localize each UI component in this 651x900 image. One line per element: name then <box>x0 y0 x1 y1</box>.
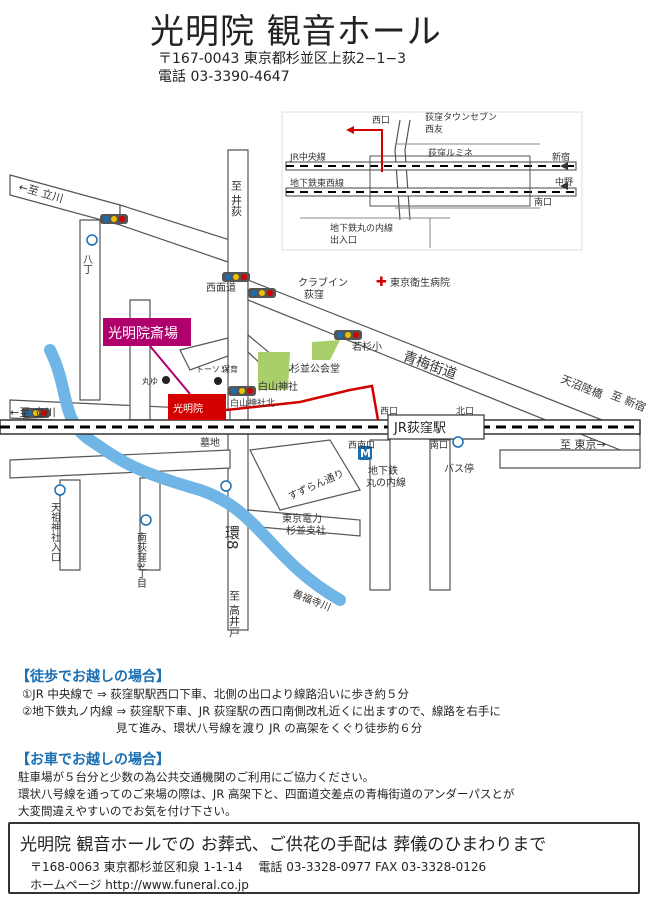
label-toson: トーソン <box>196 365 228 374</box>
traffic-light-icon <box>22 408 50 418</box>
label-to-tokyo: 至 東京→ <box>560 437 606 451</box>
label-jr-station: JR荻窪駅 <box>393 420 446 436</box>
bus-stop-icon <box>140 514 152 526</box>
label-hoiku: 保育 <box>222 364 238 374</box>
venue-address: 〒167-0043 東京都杉並区上荻2−1−3 <box>158 51 407 67</box>
label-amanuma: 天沼陸橋 <box>559 372 605 401</box>
label-igusa: 至 井荻 <box>230 180 243 217</box>
label-minami-ogikubo: 南荻窪3丁目 <box>135 531 147 589</box>
label-kan8: 環8 <box>223 525 241 550</box>
bus-stop-icon <box>220 480 232 492</box>
car-line-3: 大変間違えやすいのでお気を付け下さい。 <box>18 804 237 818</box>
traffic-light-icon <box>100 214 128 224</box>
inset-nakano: 中野 <box>555 176 573 188</box>
landmark-dot <box>214 377 222 385</box>
page-title: 光明院 観音ホール <box>150 12 442 52</box>
label-subway2: 丸の内線 <box>366 476 406 489</box>
inset-seiyu: 西友 <box>425 123 443 135</box>
label-takaido: 至 高井戸 <box>228 590 241 638</box>
car-line-2: 環状八号線を通ってのご来場の際は、JR 高架下と、四面道交差点の青梅街道のアンダ… <box>18 787 515 801</box>
label-bus: バス停 <box>444 462 474 475</box>
bus-stop-icon <box>452 436 464 448</box>
label-komyoin-saijo: 光明院斎場 <box>108 325 178 342</box>
label-subway: 地下鉄 <box>368 464 398 477</box>
subway-icon <box>358 446 372 460</box>
traffic-light-icon <box>222 272 250 282</box>
inset-minamiguchi: 南口 <box>534 196 552 208</box>
car-line-1: 駐車場が５台分と少数の為公共交通機関のご利用にご協力ください。 <box>18 770 375 784</box>
inset-tozai: 地下鉄東西線 <box>290 177 344 189</box>
inset-shinjuku: 新宿 <box>552 151 570 163</box>
label-nishi-minamiguchi: 西南口 <box>348 439 375 451</box>
label-hakusan: 白山神社 <box>258 380 298 393</box>
label-kokaido: 杉並公会堂 <box>290 362 340 375</box>
label-nishimen: 西面道 <box>206 281 236 294</box>
venue-phone: 電話 03-3390-4647 <box>158 69 290 85</box>
label-hakusan-kita: 白山神社北 <box>230 397 275 409</box>
inset-jr-line: JR中央線 <box>289 151 326 163</box>
inset-marunouchi: 地下鉄丸の内線 <box>330 222 393 234</box>
park-area-2 <box>312 340 340 360</box>
label-kitaguchi: 北口 <box>456 406 474 417</box>
label-clover2: 荻窪 <box>304 288 324 301</box>
park-area <box>258 352 290 390</box>
label-minamiguchi: 南口 <box>430 439 448 451</box>
traffic-light-icon <box>334 330 362 340</box>
bus-stop-icon <box>54 484 66 496</box>
landmark-dot <box>162 376 170 384</box>
station-inset: 西口 荻窪タウンセブン 西友 荻窪ルミネ JR中央線 地下鉄東西線 新宿 中野 … <box>281 111 583 251</box>
walk-line-3: 見て進み、環状八号線を渡り JR の高架をくぐり徒歩約６分 <box>116 721 423 735</box>
label-tachikawa-mid: ←至 立川 <box>10 405 56 419</box>
walk-heading: 【徒歩でお越しの場合】 <box>16 669 170 685</box>
zenpukuji-river <box>44 344 346 606</box>
inset-lumine: 荻窪ルミネ <box>428 147 473 159</box>
footer-homepage-link[interactable]: ホームページ http://www.funeral.co.jp <box>30 878 249 892</box>
traffic-light-icon <box>248 288 276 298</box>
walking-route <box>225 384 380 421</box>
traffic-light-icon <box>228 386 256 396</box>
komyoin-saijo-label-box <box>103 318 191 346</box>
access-map: 西口 荻窪タウンセブン 西友 荻窪ルミネ JR中央線 地下鉄東西線 新宿 中野 … <box>0 111 648 638</box>
walk-line-1: ①JR 中央線で ⇒ 荻窪駅駅西口下車、北側の出口より線路沿いに歩き約５分 <box>22 687 410 701</box>
label-tenso: 天祖神社入口 <box>49 502 61 562</box>
label-to-shinjuku: 至 新宿 <box>609 388 648 415</box>
label-hospital: 東京衛生病院 <box>390 276 450 289</box>
jr-station-box <box>387 414 485 440</box>
subway-m-icon: M <box>360 447 371 460</box>
walk-line-2: ②地下鉄丸ノ内線 ⇒ 荻窪駅下車、JR 荻窪駅の西口南側改札近くに出ますので、線… <box>22 704 501 718</box>
footer-title: 光明院 観音ホールでの お葬式、ご供花の手配は 葬儀のひまわりまで <box>20 835 547 855</box>
label-maruyu: 丸ゆ <box>142 376 158 386</box>
label-wakasugi: 若杉小 <box>352 340 382 353</box>
label-clover: クラブイン <box>298 276 348 289</box>
car-heading: 【お車でお越しの場合】 <box>16 752 170 768</box>
bus-stop-icon <box>86 234 98 246</box>
label-hacchome: 八丁 <box>81 254 93 274</box>
label-bochi: 墓地 <box>200 436 220 449</box>
komyoin-building <box>168 394 226 420</box>
inset-exit: 出入口 <box>330 234 357 246</box>
label-tepco: 東京電力 <box>282 512 322 525</box>
inset-town-seven: 荻窪タウンセブン <box>425 111 497 123</box>
inset-nishiguchi: 西口 <box>372 115 390 126</box>
label-tepco2: 杉並支社 <box>286 524 326 537</box>
hospital-cross-icon: ✚ <box>376 275 387 290</box>
footer-box: 光明院 観音ホールでの お葬式、ご供花の手配は 葬儀のひまわりまで 〒168-0… <box>8 822 640 894</box>
footer-address: 〒168-0063 東京都杉並区和泉 1-1-14 電話 03-3328-097… <box>30 860 487 874</box>
label-komyoin: 光明院 <box>173 402 203 415</box>
label-nishiguchi: 西口 <box>380 406 398 417</box>
